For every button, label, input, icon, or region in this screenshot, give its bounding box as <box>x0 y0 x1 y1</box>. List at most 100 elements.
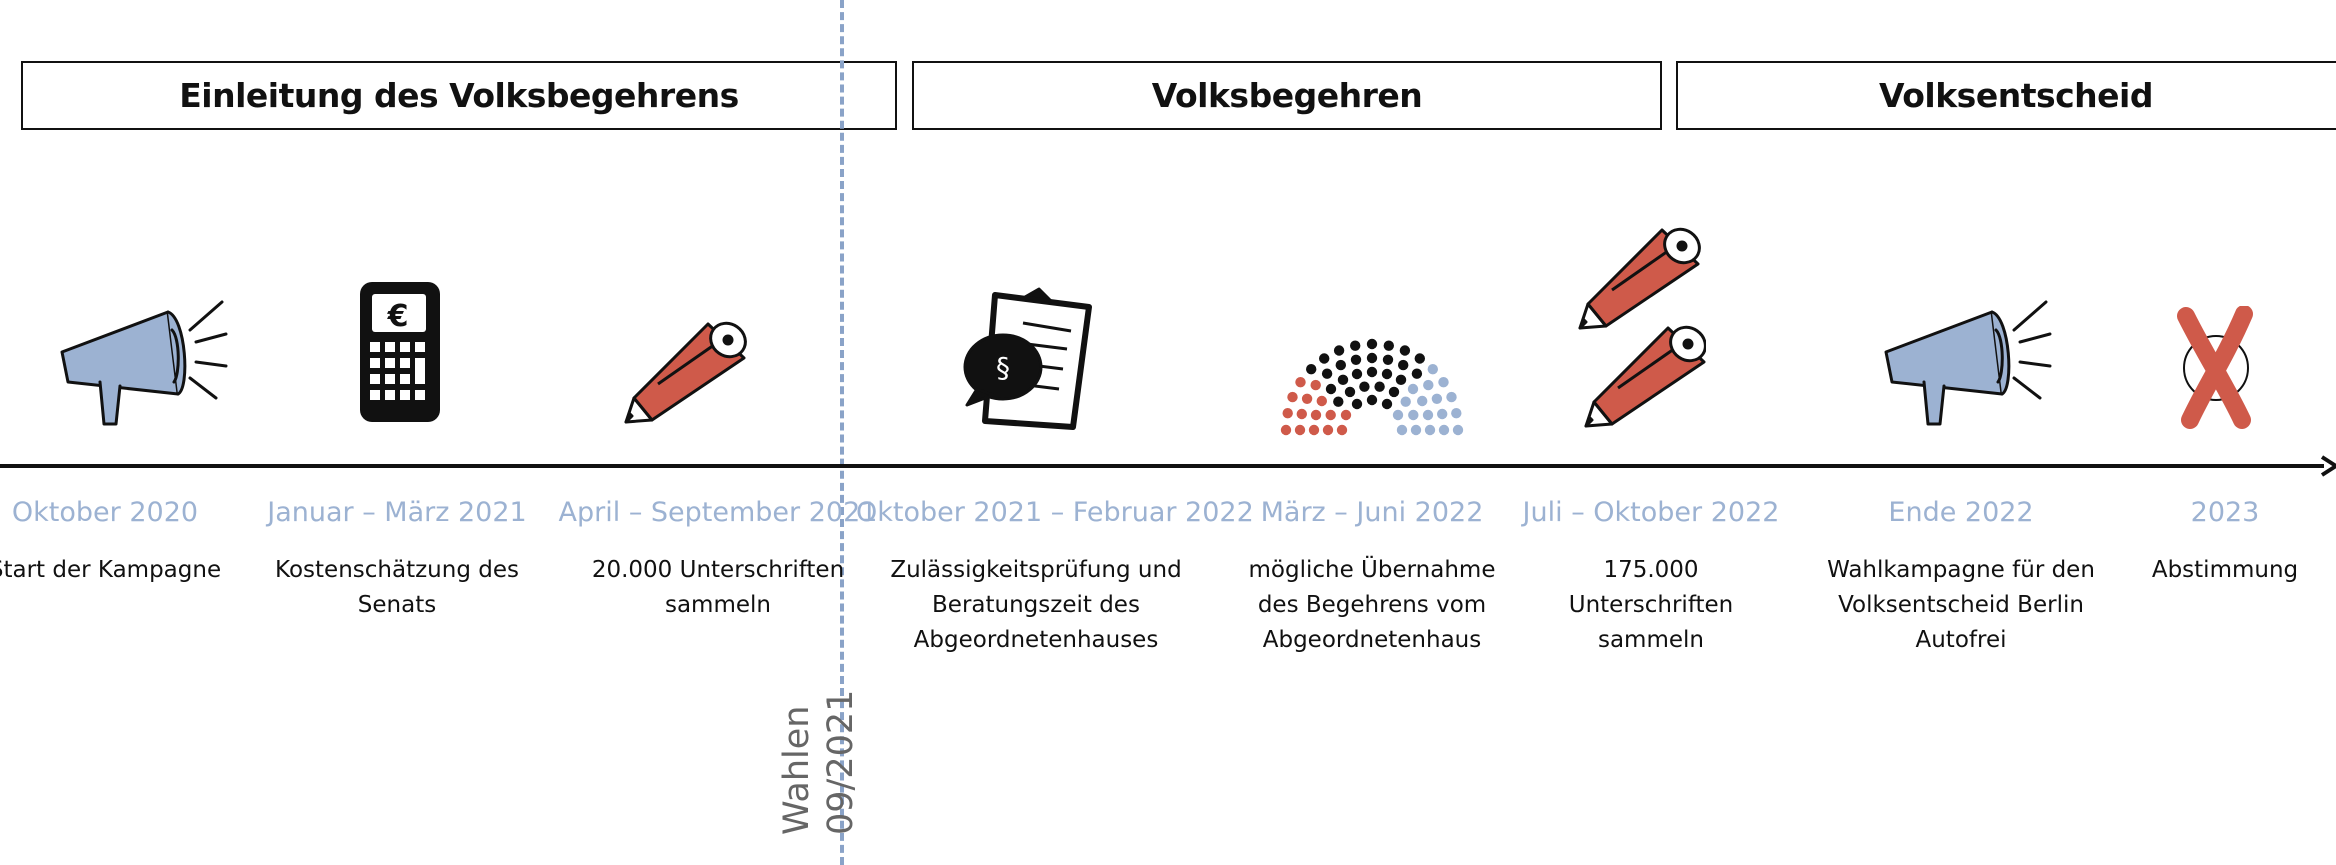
event-description-line: Abstimmung <box>2151 557 2299 583</box>
parliament-seat <box>1396 424 1408 436</box>
parliament-seat <box>1322 424 1334 436</box>
parliament-seat <box>1398 359 1409 371</box>
parliament-seat <box>1287 391 1298 403</box>
parliament-seat <box>1431 393 1443 404</box>
parliament-seat <box>1422 409 1434 421</box>
event-date: Juli – Oktober 2022 <box>1522 497 1780 528</box>
event-description-line: Kostenschätzung des <box>275 557 519 583</box>
event-description: 20.000 Unterschriften sammeln <box>558 553 878 623</box>
svg-text:€: € <box>387 299 409 334</box>
parliament-seat <box>1344 386 1356 398</box>
event-description: Start der Kampagne <box>0 553 225 588</box>
arrow-head-icon <box>2320 455 2336 477</box>
parliament-seat <box>1451 408 1462 419</box>
parliament-seat <box>1400 396 1411 407</box>
parliament-seat <box>1424 424 1436 436</box>
parliament-seat <box>1321 368 1333 379</box>
svg-text:§: § <box>996 351 1010 384</box>
event-description: mögliche Übernahme des Begehrens vom Abg… <box>1232 553 1512 658</box>
event-description-line: Volksentscheid Berlin Autofrei <box>1838 592 2084 653</box>
pencil-icon <box>624 321 747 424</box>
event-date: 2023 <box>2190 497 2260 528</box>
parliament-seat <box>1392 409 1404 421</box>
parliament-seat <box>1351 368 1363 380</box>
parliament-seat <box>1294 424 1306 436</box>
parliament-seat <box>1366 394 1378 406</box>
parliament-seat <box>1366 366 1378 378</box>
parliament-seat <box>1414 353 1425 364</box>
event-date: April – September 2021 <box>558 497 878 528</box>
parliament-seat <box>1399 345 1411 356</box>
parliament-seat <box>1388 386 1400 398</box>
parliament-seat <box>1282 408 1293 419</box>
parliament-seat <box>1366 338 1378 350</box>
parliament-seat <box>1310 409 1322 421</box>
phase-label: Einleitung des Volksbegehrens <box>179 76 739 115</box>
parliament-seat <box>1452 424 1464 436</box>
parliament-seat <box>1325 383 1337 395</box>
event-description-line: Beratungszeit des <box>932 592 1140 618</box>
parliament-seat <box>1383 340 1394 351</box>
phase-box-einleitung: Einleitung des Volksbegehrens <box>21 61 897 130</box>
parliament-seat <box>1417 395 1428 407</box>
event-description-line: Wahlkampagne für den <box>1827 557 2095 583</box>
parliament-seat <box>1381 368 1393 380</box>
clipboard-paragraph-icon: § <box>963 287 1092 430</box>
parliament-seat <box>1301 393 1313 404</box>
vote-cross-icon <box>2177 306 2253 429</box>
parliament-seat <box>1437 408 1448 420</box>
parliament-seat <box>1316 395 1327 407</box>
event-description-line: Senats <box>357 592 437 618</box>
parliament-seat <box>1427 364 1438 375</box>
parliament-seat <box>1336 424 1348 436</box>
parliament-seat <box>1337 374 1349 385</box>
parliament-seat <box>1374 381 1385 392</box>
parliament-seat <box>1280 424 1292 436</box>
phase-label: Volksbegehren <box>1151 76 1423 115</box>
event-description-line: Zulässigkeitsprüfung und <box>890 557 1182 583</box>
parliament-seat <box>1350 340 1361 351</box>
parliament-seat <box>1382 354 1394 365</box>
event-description: Kostenschätzung des Senats <box>262 553 532 623</box>
timeline-event: Juli – Oktober 2022 175.000 Unterschrift… <box>1518 495 1784 658</box>
parliament-seat <box>1438 377 1449 388</box>
event-description-line: Abgeordnetenhauses <box>913 627 1159 653</box>
parliament-seat <box>1407 383 1419 395</box>
event-description: Abstimmung <box>2150 553 2300 588</box>
parliament-seat <box>1411 368 1423 379</box>
election-divider-line <box>840 0 844 865</box>
parliament-seat <box>1335 359 1346 371</box>
parliament-seat <box>1350 354 1362 365</box>
megaphone-icon <box>1884 300 2052 426</box>
timeline-event: Januar – März 2021 Kostenschätzung des S… <box>262 495 532 623</box>
timeline-axis <box>0 464 2324 468</box>
event-description-line: des Begehrens vom <box>1257 592 1487 618</box>
event-date: März – Juni 2022 <box>1260 497 1484 528</box>
parliament-seat <box>1310 379 1321 391</box>
calculator-icon: € <box>360 282 440 422</box>
parliament-seat <box>1381 398 1393 410</box>
parliament-seat <box>1366 352 1378 364</box>
parliament-seat <box>1340 409 1352 421</box>
parliament-seat <box>1306 364 1317 375</box>
event-description-line: Abgeordnetenhaus <box>1262 627 1482 653</box>
event-date: Oktober 2020 <box>11 497 199 528</box>
two-pencils-icon <box>1578 227 1706 428</box>
phase-box-volksentscheid: Volksentscheid <box>1676 61 2336 130</box>
phase-label: Volksentscheid <box>1879 76 2153 115</box>
timeline-event: Oktober 2020 Start der Kampagne <box>0 495 225 588</box>
parliament-seat <box>1325 409 1336 421</box>
parliament-seat <box>1308 424 1320 436</box>
parliament-seat <box>1296 408 1307 420</box>
parliament-seat <box>1333 345 1345 356</box>
event-description-line: 175.000 Unterschriften <box>1568 557 1734 618</box>
event-description-line: Start der Kampagne <box>0 557 222 583</box>
parliament-seat <box>1359 381 1370 392</box>
parliament-seat <box>1446 391 1457 403</box>
timeline-event: Oktober 2021 – Februar 2022 Zulässigkeit… <box>856 495 1254 658</box>
parliament-seat <box>1295 377 1306 388</box>
timeline-event: 2023 Abstimmung <box>2150 495 2300 588</box>
event-description: Zulässigkeitsprüfung und Beratungszeit d… <box>856 553 1216 658</box>
election-marker: Wahlen 09/2021 <box>775 690 915 840</box>
parliament-seat <box>1410 424 1422 436</box>
